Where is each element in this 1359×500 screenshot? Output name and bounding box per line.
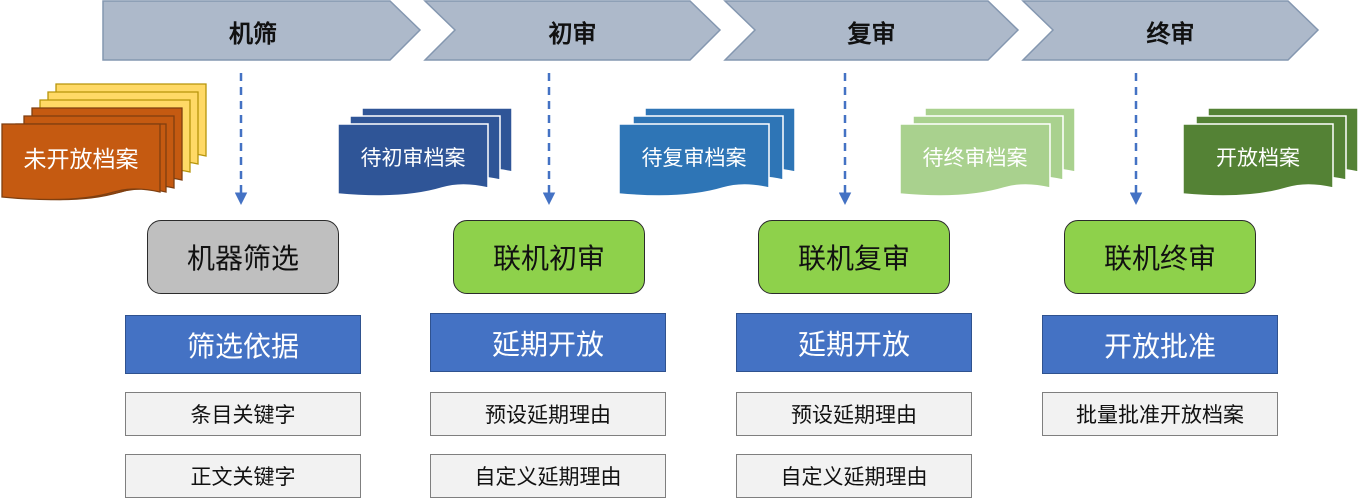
stage-label-4: 终审 xyxy=(1146,19,1195,48)
text-keyword-item: 正文关键字 xyxy=(125,454,361,498)
preset-reason-item-2: 预设延期理由 xyxy=(736,392,972,436)
stage-arrow-3 xyxy=(723,0,1020,61)
defer-open-header-1: 延期开放 xyxy=(430,313,666,372)
pending-second-doc-label: 待复审档案 xyxy=(641,146,747,170)
screen-basis-header: 筛选依据 xyxy=(125,315,361,374)
stage-arrow-1 xyxy=(102,0,422,61)
entry-keyword-item: 条目关键字 xyxy=(125,392,361,436)
pending-final-doc-label: 待终审档案 xyxy=(922,146,1028,170)
pending-second-doc-stack xyxy=(618,107,796,197)
stage-arrow-4 xyxy=(1021,0,1320,61)
pending-final-doc-stack xyxy=(899,107,1076,197)
opened-doc-stack xyxy=(1182,107,1359,197)
stage-label-3: 复审 xyxy=(847,19,896,48)
unopened-doc-stack xyxy=(1,83,207,201)
stage-label-1: 机筛 xyxy=(229,19,277,48)
custom-reason-item-1: 自定义延期理由 xyxy=(430,454,666,498)
online-second-review-box: 联机复审 xyxy=(758,220,950,294)
opened-doc-label: 开放档案 xyxy=(1216,146,1300,170)
online-final-review-box: 联机终审 xyxy=(1064,220,1256,294)
custom-reason-item-2: 自定义延期理由 xyxy=(736,454,972,498)
batch-approve-item: 批量批准开放档案 xyxy=(1042,392,1278,436)
machine-screen-box: 机器筛选 xyxy=(147,220,339,294)
online-first-review-box: 联机初审 xyxy=(453,220,645,294)
pending-first-doc-label: 待初审档案 xyxy=(360,146,466,170)
stage-label-2: 初审 xyxy=(548,19,597,48)
preset-reason-item-1: 预设延期理由 xyxy=(430,392,666,436)
unopened-doc-label: 未开放档案 xyxy=(23,147,139,173)
stage-arrow-2 xyxy=(423,0,722,61)
approve-open-header: 开放批准 xyxy=(1042,315,1278,374)
defer-open-header-2: 延期开放 xyxy=(736,313,972,372)
pending-first-doc-stack xyxy=(337,107,513,197)
